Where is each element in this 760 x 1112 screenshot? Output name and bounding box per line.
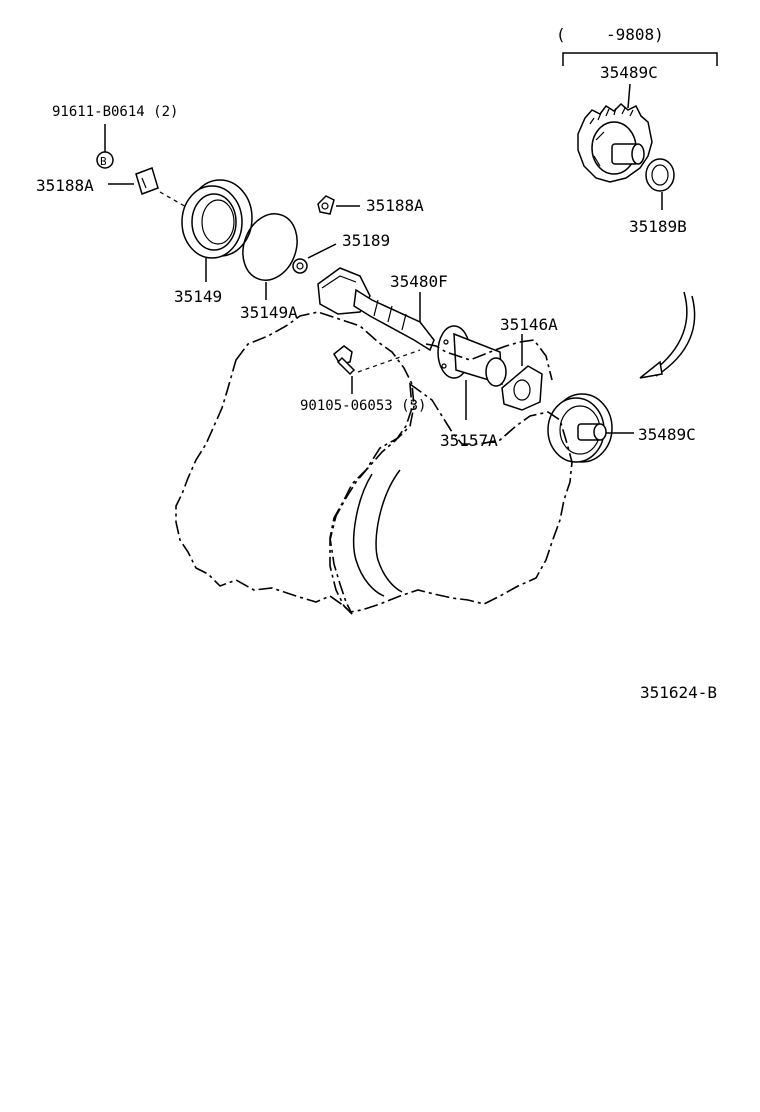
transmission-case: [175, 311, 573, 615]
case-top-edge: [425, 339, 553, 381]
sleeve-shaft: [353, 288, 435, 352]
nut-35189-hole: [296, 262, 304, 270]
shaft-end: [485, 357, 507, 387]
seal-35149: 35149: [174, 179, 253, 306]
direction-arrow: [639, 291, 696, 379]
gear-b-shaft-end: [593, 423, 607, 441]
sleeve-threads: [373, 299, 407, 331]
clip-35188a-right: 35188A: [317, 195, 424, 215]
clip-to-seal-dotted: [159, 191, 189, 209]
bolt-dotted: [357, 349, 421, 373]
clip-right-body: [317, 195, 335, 215]
bolt-shank: [336, 356, 356, 376]
label-35188a-right: 35188A: [366, 196, 424, 215]
washer-35189: 35189: [292, 231, 390, 274]
gear-35489c-top: 35489C: [577, 63, 658, 183]
gear-shaft-end: [631, 143, 645, 165]
label-35188a-left: 35188A: [36, 176, 94, 195]
bolt-91611-group: 91611-B0614 (2) B: [52, 104, 178, 169]
label-35489c-top: 35489C: [600, 63, 658, 82]
seal-ring1: [191, 193, 237, 251]
gear-teeth: [589, 107, 634, 125]
oring-35149a: 35149A: [240, 213, 298, 322]
marker-b-text: B: [100, 155, 107, 168]
washer-outer: [645, 158, 675, 192]
label-35149: 35149: [174, 287, 222, 306]
flange-hole1: [443, 339, 449, 345]
sleeve-35480f: 35480F: [317, 267, 448, 352]
seal-ring2: [201, 199, 235, 245]
case-bell-arc1: [353, 473, 385, 597]
clip-right-hole: [321, 202, 329, 210]
leader-35189: [307, 243, 337, 259]
figure-code: 351624-B: [640, 683, 717, 702]
case-bell-arc2: [375, 469, 403, 593]
date-range-code: -9808): [606, 25, 664, 44]
clip-35188a-left: 35188A: [36, 167, 189, 209]
oring: [242, 213, 298, 281]
case-outline-right: [329, 382, 573, 613]
label-35146a: 35146A: [500, 315, 558, 334]
leader-35489c-top: [627, 83, 631, 109]
bracket-line: [562, 52, 718, 66]
clip-body: [135, 167, 159, 195]
arrow-curve-inner: [655, 295, 696, 377]
arrow-curve-outer: [651, 291, 688, 373]
gear-slots: [593, 131, 605, 167]
circle-b-marker: [96, 151, 114, 169]
washer-35189b: 35189B: [629, 158, 687, 236]
sensor-housing-edge: [321, 275, 357, 289]
date-range-bracket: ( -9808): [556, 25, 718, 66]
gear-35489c-bottom: 35489C: [547, 393, 696, 463]
label-91611: 91611-B0614 (2): [52, 104, 178, 120]
label-35480f: 35480F: [390, 272, 448, 291]
bolt-90105: 90105-06053 (3): [300, 345, 426, 414]
label-35189b: 35189B: [629, 217, 687, 236]
label-35489c-bottom: 35489C: [638, 425, 696, 444]
clip-detail: [141, 177, 147, 189]
arrow-head: [639, 360, 663, 379]
date-range-open: (: [556, 25, 566, 44]
case-outline-left: [175, 311, 415, 615]
flange-hole2: [441, 363, 447, 369]
label-35149a: 35149A: [240, 303, 298, 322]
label-90105: 90105-06053 (3): [300, 398, 426, 414]
gasket-35146a: 35146A: [500, 315, 558, 411]
label-35189: 35189: [342, 231, 390, 250]
label-35157a: 35157A: [440, 431, 498, 450]
gasket-hole: [513, 379, 531, 401]
nut-35189: [292, 258, 308, 274]
gasket-body: [501, 365, 543, 411]
shaft-35157a: 35157A: [437, 325, 507, 450]
washer-inner: [651, 164, 669, 186]
